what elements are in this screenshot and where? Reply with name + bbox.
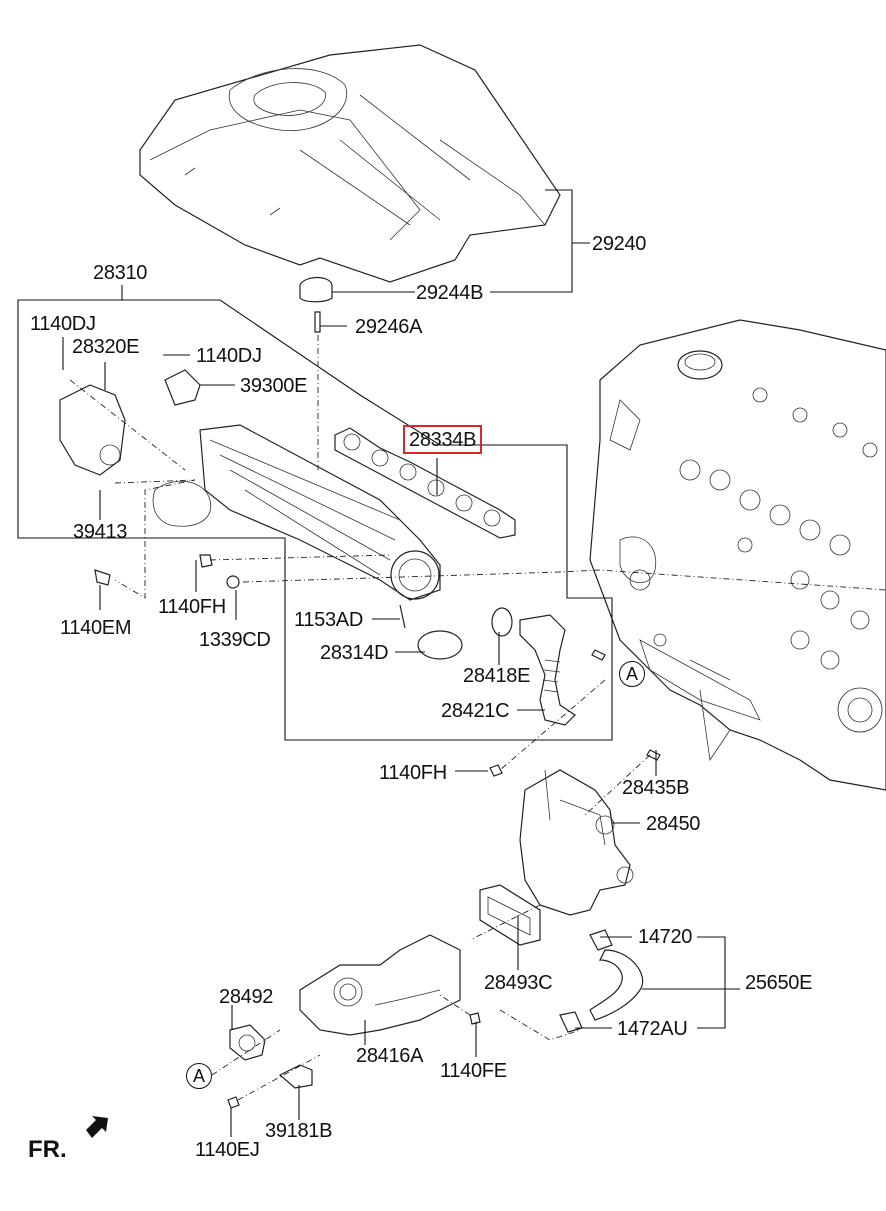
part-label-1140DJ-left[interactable]: 1140DJ [30, 313, 96, 335]
part-label-28334B-highlighted[interactable]: 28334B [403, 425, 483, 454]
part-label-28493C[interactable]: 28493C [484, 972, 553, 994]
part-label-28320E[interactable]: 28320E [72, 336, 140, 358]
part-label-1140DJ-right[interactable]: 1140DJ [196, 345, 262, 367]
engine-block-drawing [589, 319, 886, 791]
reference-marker-a-upper: A [619, 661, 645, 687]
part-label-29244B[interactable]: 29244B [416, 282, 484, 304]
part-label-25650E[interactable]: 25650E [745, 972, 813, 994]
egr-assembly-drawing [227, 769, 644, 1109]
part-label-28492[interactable]: 28492 [219, 986, 274, 1008]
part-label-28435B[interactable]: 28435B [622, 777, 690, 799]
part-label-1339CD[interactable]: 1339CD [199, 629, 271, 651]
part-label-28421C[interactable]: 28421C [441, 700, 510, 722]
front-direction-arrow-icon [86, 1116, 108, 1138]
engine-cover-drawing [139, 44, 561, 283]
reference-marker-a-lower: A [186, 1063, 212, 1089]
part-label-1140FH-lower[interactable]: 1140FH [379, 762, 447, 784]
part-label-1140FE[interactable]: 1140FE [440, 1060, 507, 1082]
part-label-29240[interactable]: 29240 [592, 233, 647, 255]
part-label-1140EM[interactable]: 1140EM [60, 617, 132, 639]
part-label-39413[interactable]: 39413 [73, 521, 128, 543]
part-label-1153AD[interactable]: 1153AD [294, 609, 363, 631]
leader-lines [17, 189, 740, 1137]
part-label-29246A[interactable]: 29246A [355, 316, 423, 338]
part-label-28450[interactable]: 28450 [646, 813, 701, 835]
assembly-dashed-lines [69, 335, 886, 1101]
part-label-39181B[interactable]: 39181B [265, 1120, 333, 1142]
intake-manifold-drawing [59, 276, 661, 777]
front-direction-label: FR. [28, 1136, 67, 1163]
part-label-39300E[interactable]: 39300E [240, 375, 308, 397]
part-label-1472AU[interactable]: 1472AU [617, 1018, 688, 1040]
part-label-28310[interactable]: 28310 [93, 262, 148, 284]
part-label-28418E[interactable]: 28418E [463, 665, 531, 687]
part-label-14720[interactable]: 14720 [638, 926, 693, 948]
part-label-1140FH-upper[interactable]: 1140FH [158, 596, 226, 618]
part-label-28314D[interactable]: 28314D [320, 642, 389, 664]
part-label-1140EJ[interactable]: 1140EJ [195, 1139, 260, 1161]
part-label-28416A[interactable]: 28416A [356, 1045, 424, 1067]
